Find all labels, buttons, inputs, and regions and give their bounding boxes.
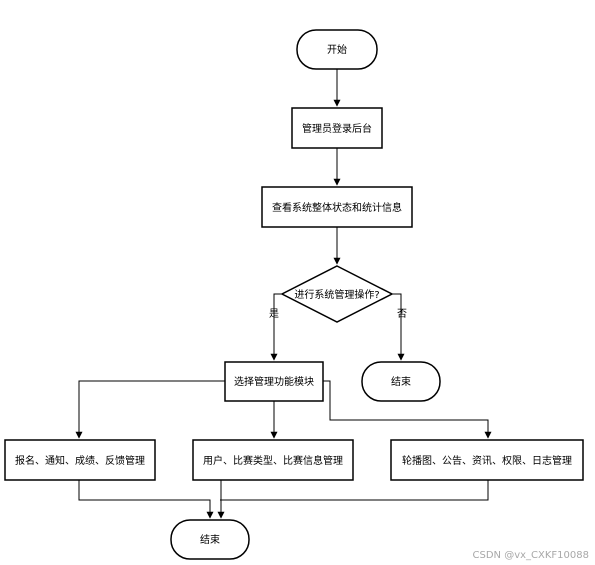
node-view-status: 查看系统整体状态和统计信息 bbox=[261, 186, 413, 228]
node-decision-label: 进行系统管理操作? bbox=[294, 288, 379, 301]
edge-select-signup bbox=[75, 380, 225, 439]
node-module-carousel: 轮播图、公告、资讯、权限、日志管理 bbox=[390, 439, 584, 481]
node-view-status-label: 查看系统整体状态和统计信息 bbox=[272, 201, 402, 214]
node-end-final-label: 结束 bbox=[200, 533, 220, 546]
edge-decision-no bbox=[392, 293, 405, 361]
node-decision: 进行系统管理操作? bbox=[280, 265, 394, 323]
node-module-signup: 报名、通知、成绩、反馈管理 bbox=[4, 439, 156, 481]
node-end-final: 结束 bbox=[170, 519, 250, 560]
node-module-signup-label: 报名、通知、成绩、反馈管理 bbox=[15, 454, 145, 467]
node-module-user-label: 用户、比赛类型、比赛信息管理 bbox=[203, 454, 343, 467]
node-login: 管理员登录后台 bbox=[291, 107, 383, 149]
node-select-module: 选择管理功能模块 bbox=[224, 361, 324, 402]
edge-carousel-end bbox=[220, 480, 489, 501]
node-module-user: 用户、比赛类型、比赛信息管理 bbox=[192, 439, 354, 481]
edge-signup-end bbox=[78, 480, 214, 519]
node-start: 开始 bbox=[296, 29, 378, 70]
edge-label-yes: 是 bbox=[269, 308, 279, 320]
node-module-carousel-label: 轮播图、公告、资讯、权限、日志管理 bbox=[402, 454, 572, 467]
edge-select-carousel bbox=[323, 380, 492, 439]
node-start-label: 开始 bbox=[327, 43, 347, 56]
edge-label-no: 否 bbox=[397, 308, 407, 320]
node-select-module-label: 选择管理功能模块 bbox=[234, 375, 314, 388]
node-login-label: 管理员登录后台 bbox=[302, 122, 372, 135]
node-end-no-label: 结束 bbox=[391, 375, 411, 388]
node-end-no: 结束 bbox=[361, 361, 441, 402]
edge-decision-yes bbox=[270, 293, 282, 361]
watermark-text: CSDN @vx_CXKF10088 bbox=[472, 550, 589, 561]
